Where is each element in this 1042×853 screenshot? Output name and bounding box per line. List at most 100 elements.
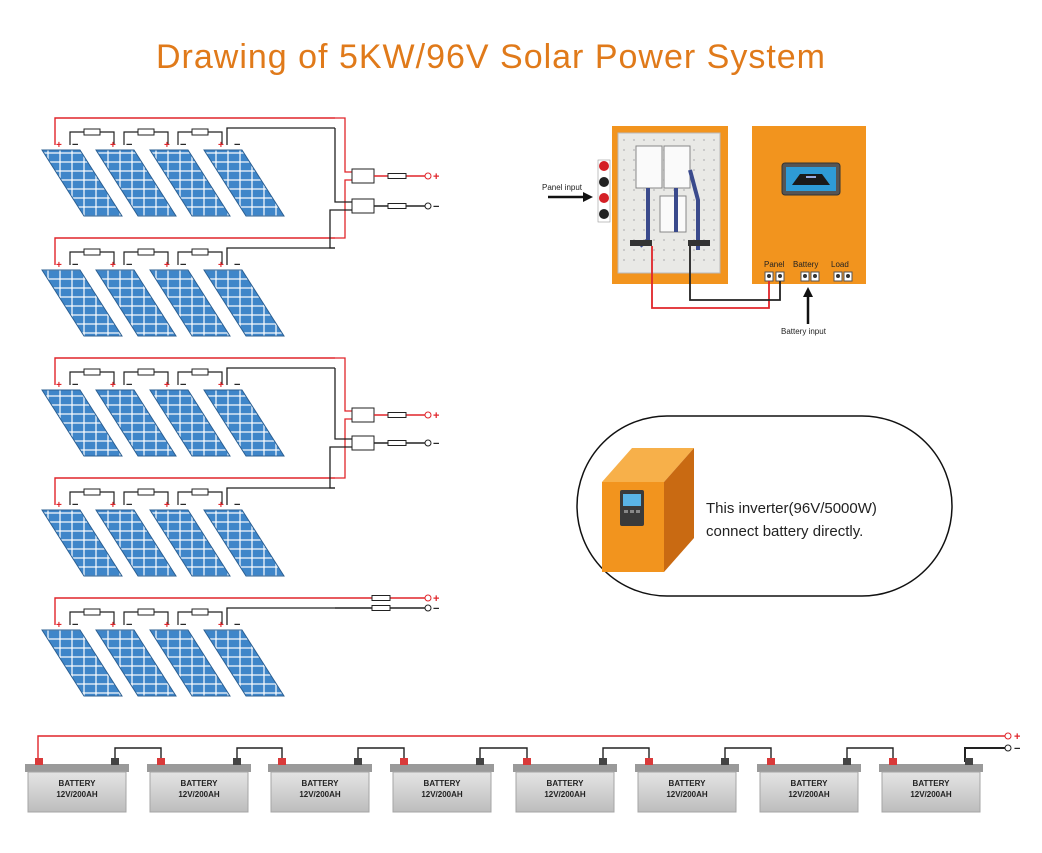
mounting-hole [713,149,715,151]
panel-minus-sign: − [126,379,132,391]
panel-plus-sign: + [218,380,224,391]
output-plus-sign: + [433,171,439,183]
bank-negative-lug [1004,744,1012,752]
solar-panel [149,509,231,577]
row-positive-wire [54,357,335,385]
panel-plus-sign: + [218,260,224,271]
mounting-hole [673,239,675,241]
battery-positive-terminal [523,758,531,765]
panel-plus-sign: + [164,620,170,631]
mc4-connector [191,248,209,256]
battery-spec: 12V/200AH [178,790,220,799]
panel-minus-sign: − [180,379,186,391]
bank-minus-sign: − [1014,743,1020,755]
battery-name: BATTERY [302,779,340,788]
diagram-title: Drawing of 5KW/96V Solar Power System [155,38,827,76]
panel-minus-sign: − [180,139,186,151]
battery-lid [635,764,739,772]
mounting-hole [633,139,635,141]
solar-panel [203,509,285,577]
mounting-hole [623,159,625,161]
charge-controller [752,126,866,284]
mounting-hole [623,179,625,181]
mounting-hole [633,219,635,221]
panel-minus-sign: − [234,259,240,271]
junction-wire-positive [335,117,362,173]
solar-panel [149,389,231,457]
battery-body [515,771,615,813]
panel-plus-sign: + [110,380,116,391]
output-minus-sign: − [433,201,439,213]
junction-wire-positive [335,357,362,412]
battery-lid [879,764,983,772]
junction-wire-negative [334,128,362,203]
mounting-hole [703,209,705,211]
mounting-hole [693,199,695,201]
input-terminals [597,159,611,223]
battery-positive-terminal [157,758,165,765]
output-plus-sign: + [433,410,439,422]
output-minus-sign: − [433,603,439,615]
mounting-hole [683,189,685,191]
solar-panel [203,389,285,457]
mounting-hole [663,189,665,191]
combiner-wiring: +−+−+− [329,117,439,615]
panel-plus-sign: + [56,380,62,391]
mounting-hole [633,169,635,171]
bank-positive-lug [1004,732,1012,740]
bank-plus-sign: + [1014,731,1020,743]
battery-body [27,771,127,813]
mounting-hole [623,239,625,241]
panel-plus-sign: + [218,620,224,631]
panel-plus-sign: + [164,380,170,391]
output-lug [424,411,432,419]
mounting-hole [653,199,655,201]
solar-panel [41,269,123,337]
mounting-hole [633,199,635,201]
mc4-connector [137,488,155,496]
mounting-hole [703,199,705,201]
mounting-hole [633,149,635,151]
panel-minus-sign: − [234,499,240,511]
mounting-hole [623,169,625,171]
mounting-hole [643,199,645,201]
battery-lid [268,764,372,772]
mounting-hole [643,219,645,221]
battery-positive-terminal [400,758,408,765]
mounting-hole [713,219,715,221]
inline-connector [387,412,407,418]
solar-panel [95,629,177,697]
combiner-junction: +− [329,117,439,249]
solar-panel-array: +−+−+−+−+−+−+−+−+−+−+−+−+−+−+−+−+−+−+−+− [41,117,335,697]
battery-spec: 12V/200AH [666,790,708,799]
battery: BATTERY 12V/200AH [25,747,162,813]
battery-spec: 12V/200AH [56,790,98,799]
mounting-hole [653,259,655,261]
battery-negative-terminal [111,758,119,765]
y-branch-connector [351,198,375,214]
battery-name: BATTERY [547,779,585,788]
solar-panel [203,149,285,217]
battery-positive-terminal [278,758,286,765]
solar-panel [203,269,285,337]
mounting-hole [703,159,705,161]
series-link [846,747,894,758]
battery-positive-terminal [35,758,43,765]
battery-name: BATTERY [59,779,97,788]
battery-negative-terminal [354,758,362,765]
row-positive-wire [54,597,335,625]
battery-spec: 12V/200AH [299,790,341,799]
battery-lid [390,764,494,772]
bank-positive-wire [37,735,1005,762]
mounting-hole [623,229,625,231]
mounting-hole [623,199,625,201]
mc4-connector [191,488,209,496]
junction-wire-negative [334,368,362,440]
battery-body [149,771,249,813]
series-link [724,747,772,758]
series-link [357,747,405,758]
output-minus-sign: − [433,438,439,450]
mc4-connector [83,248,101,256]
